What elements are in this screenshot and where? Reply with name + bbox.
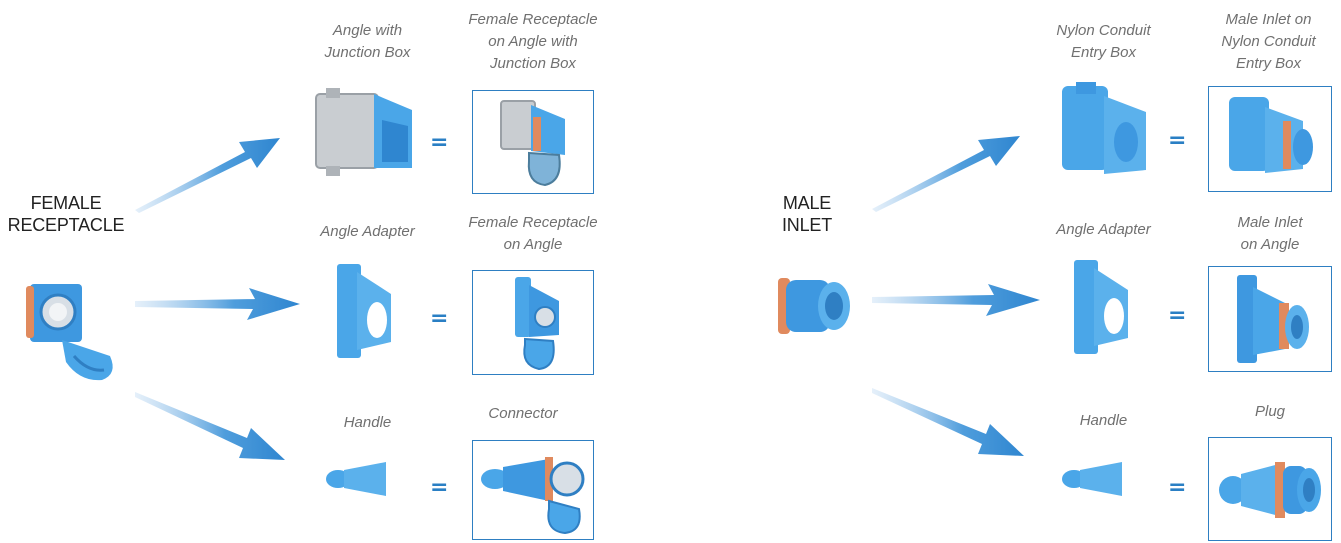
caption-female-receptacle-angle-junction-box: Female Receptacle on Angle with Junction… bbox=[468, 11, 598, 72]
result-frame-plug bbox=[1208, 437, 1332, 541]
equals-sign: = bbox=[430, 475, 449, 500]
caption-angle-adapter-left: Angle Adapter bbox=[320, 223, 415, 240]
caption-handle-left: Handle bbox=[343, 414, 392, 431]
nylon-conduit-entry-box-image bbox=[1062, 82, 1146, 174]
female-receptacle-image bbox=[26, 284, 113, 381]
caption-female-receptacle-angle: Female Receptacle on Angle bbox=[468, 214, 598, 253]
male-inlet-nylon-conduit-entry-box-image bbox=[1229, 97, 1313, 173]
result-frame-female-receptacle-angle bbox=[472, 270, 594, 375]
equals-sign: = bbox=[1168, 475, 1187, 500]
caption-male-inlet-angle: Male Inlet on Angle bbox=[1237, 214, 1303, 253]
handle-image-right bbox=[1062, 462, 1122, 496]
result-frame-connector bbox=[472, 440, 594, 540]
connector-image bbox=[481, 457, 585, 535]
male-inlet-image bbox=[778, 278, 850, 334]
main-label-male-inlet: MALE INLET bbox=[781, 193, 832, 235]
arrow-to-angle-adapter bbox=[135, 288, 300, 320]
caption-angle-junction-box: Angle with Junction Box bbox=[324, 22, 411, 61]
arrow-to-handle bbox=[135, 392, 285, 460]
result-frame-female-receptacle-angle-junction-box bbox=[472, 90, 594, 194]
caption-handle-right: Handle bbox=[1079, 412, 1128, 429]
arrow-to-nylon-conduit-entry-box bbox=[872, 136, 1020, 212]
equals-sign: = bbox=[430, 306, 449, 331]
main-label-female-receptacle: FEMALE RECEPTACLE bbox=[7, 193, 125, 235]
male-inlet-angle-image bbox=[1237, 275, 1309, 363]
female-receptacle-angle-image bbox=[515, 277, 559, 371]
arrow-to-angle-adapter-right bbox=[872, 284, 1040, 316]
equals-sign: = bbox=[1168, 128, 1187, 153]
caption-plug: Plug bbox=[1254, 403, 1286, 420]
plug-image bbox=[1219, 462, 1321, 518]
angle-adapter-image-right bbox=[1074, 260, 1128, 354]
caption-angle-adapter-right: Angle Adapter bbox=[1056, 221, 1151, 238]
handle-image-left bbox=[326, 462, 386, 496]
caption-nylon-conduit-entry-box: Nylon Conduit Entry Box bbox=[1056, 22, 1151, 61]
caption-male-inlet-nylon-conduit-entry-box: Male Inlet on Nylon Conduit Entry Box bbox=[1221, 11, 1316, 72]
female-receptacle-angle-junction-box-image bbox=[500, 100, 565, 187]
equals-sign: = bbox=[430, 130, 449, 155]
arrow-to-handle-right bbox=[872, 388, 1024, 456]
caption-connector: Connector bbox=[488, 405, 558, 422]
equals-sign: = bbox=[1168, 303, 1187, 328]
angle-junction-box-image bbox=[315, 88, 412, 176]
result-frame-male-inlet-nylon-conduit-entry-box bbox=[1208, 86, 1332, 192]
result-frame-male-inlet-angle bbox=[1208, 266, 1332, 372]
angle-adapter-image-left bbox=[337, 264, 391, 358]
arrow-to-angle-junction-box bbox=[135, 138, 280, 213]
